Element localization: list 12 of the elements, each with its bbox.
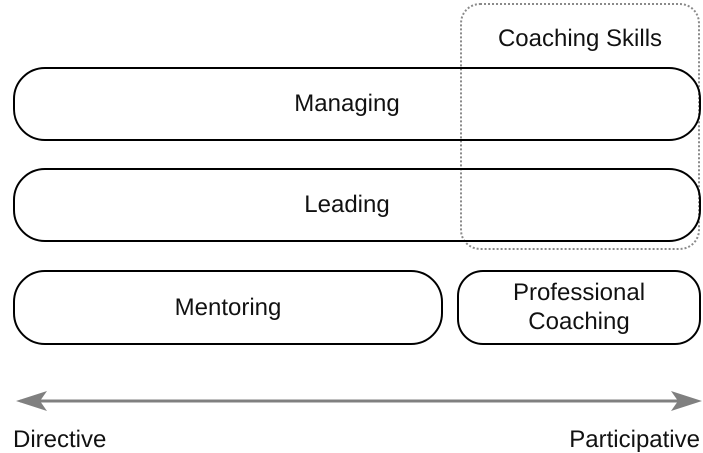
node-label: Mentoring (174, 292, 282, 322)
process-pill (457, 270, 701, 345)
process-pill (13, 67, 701, 141)
process-pill (13, 270, 443, 345)
node-label: Managing (294, 89, 400, 119)
process-pill (13, 168, 701, 242)
node-label: Coaching Skills (498, 24, 662, 54)
axis-end-label: Directive (13, 425, 106, 453)
dotted-group-outline (460, 3, 700, 250)
node-label: Professional Coaching (512, 278, 646, 336)
axis-end-label: Participative (569, 425, 700, 453)
node-label: Leading (304, 190, 390, 220)
